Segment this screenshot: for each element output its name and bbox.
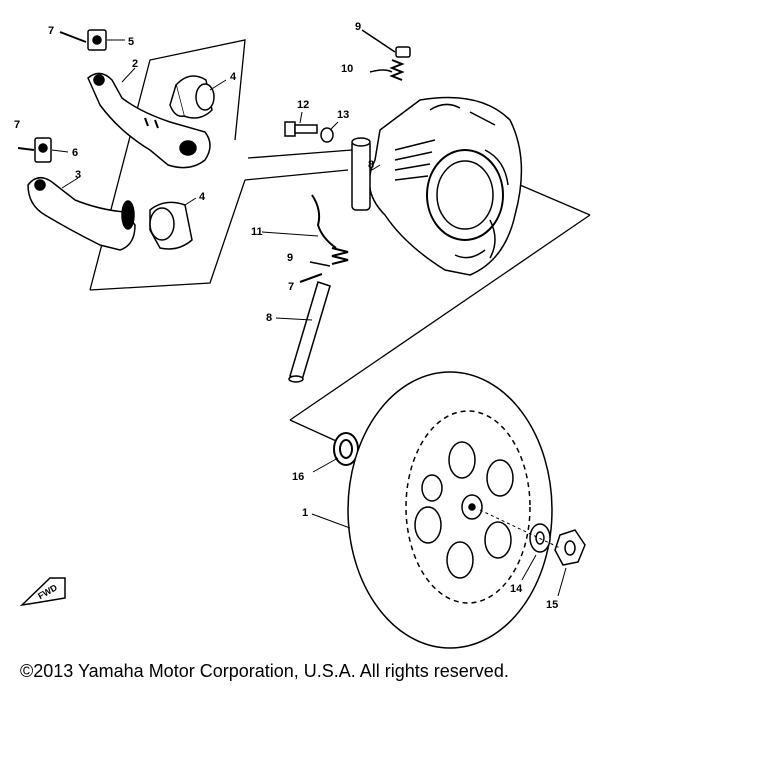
leader-lines <box>51 39 567 597</box>
callout-8-upper: 8 <box>368 159 374 171</box>
part-12-bolt <box>284 121 318 137</box>
callout-14: 14 <box>510 583 523 595</box>
part-6-block <box>34 137 52 163</box>
part-8-long-pin <box>288 281 331 383</box>
callout-4-lower: 4 <box>199 191 206 203</box>
callout-7-left: 7 <box>14 119 20 131</box>
callout-12: 12 <box>297 99 309 111</box>
part-9-spring-top <box>361 29 411 58</box>
callout-3: 3 <box>75 169 81 181</box>
part-10-spring <box>369 59 405 81</box>
callout-5: 5 <box>128 36 134 48</box>
assembly-frame-lines <box>89 39 591 446</box>
callout-10: 10 <box>341 63 353 75</box>
part-3-lower-arm <box>27 176 136 251</box>
axle-centerline <box>479 509 561 549</box>
part-4-upper-cam <box>169 75 215 119</box>
brake-caliper-housing <box>368 96 523 276</box>
callout-7-middle: 7 <box>288 281 294 293</box>
callout-7-top: 7 <box>48 25 54 37</box>
part-7-pin-left <box>17 147 35 151</box>
part-2-upper-arm <box>87 72 211 169</box>
part-11-spring-wire <box>311 194 337 249</box>
fwd-arrow-mark: FWD <box>19 577 66 607</box>
callout-9-lower: 9 <box>287 252 293 264</box>
callout-9-top: 9 <box>355 21 361 33</box>
part-7-pin-top <box>59 31 87 43</box>
callout-4-upper: 4 <box>230 71 237 83</box>
part-4-lower-cam <box>149 201 193 250</box>
copyright-notice: ©2013 Yamaha Motor Corporation, U.S.A. A… <box>20 661 509 681</box>
callout-16: 16 <box>292 471 304 483</box>
part-5-block <box>87 29 107 51</box>
callout-6: 6 <box>72 147 78 159</box>
part-9-spring-lower <box>309 247 349 267</box>
callout-1: 1 <box>302 507 308 519</box>
part-13-nut <box>320 127 334 143</box>
callout-15: 15 <box>546 599 558 611</box>
callout-numbers: 7 5 2 4 7 6 3 4 9 10 12 13 8 11 9 7 8 16… <box>14 21 558 611</box>
callout-13: 13 <box>337 109 349 121</box>
part-15-nut <box>554 529 586 566</box>
callout-11: 11 <box>251 226 263 238</box>
part-7-pin-middle <box>299 273 323 283</box>
part-1-brake-disc <box>347 371 553 649</box>
callout-8-lower: 8 <box>266 312 272 324</box>
part-8-upper-pin <box>351 137 371 211</box>
callout-2: 2 <box>132 58 138 70</box>
